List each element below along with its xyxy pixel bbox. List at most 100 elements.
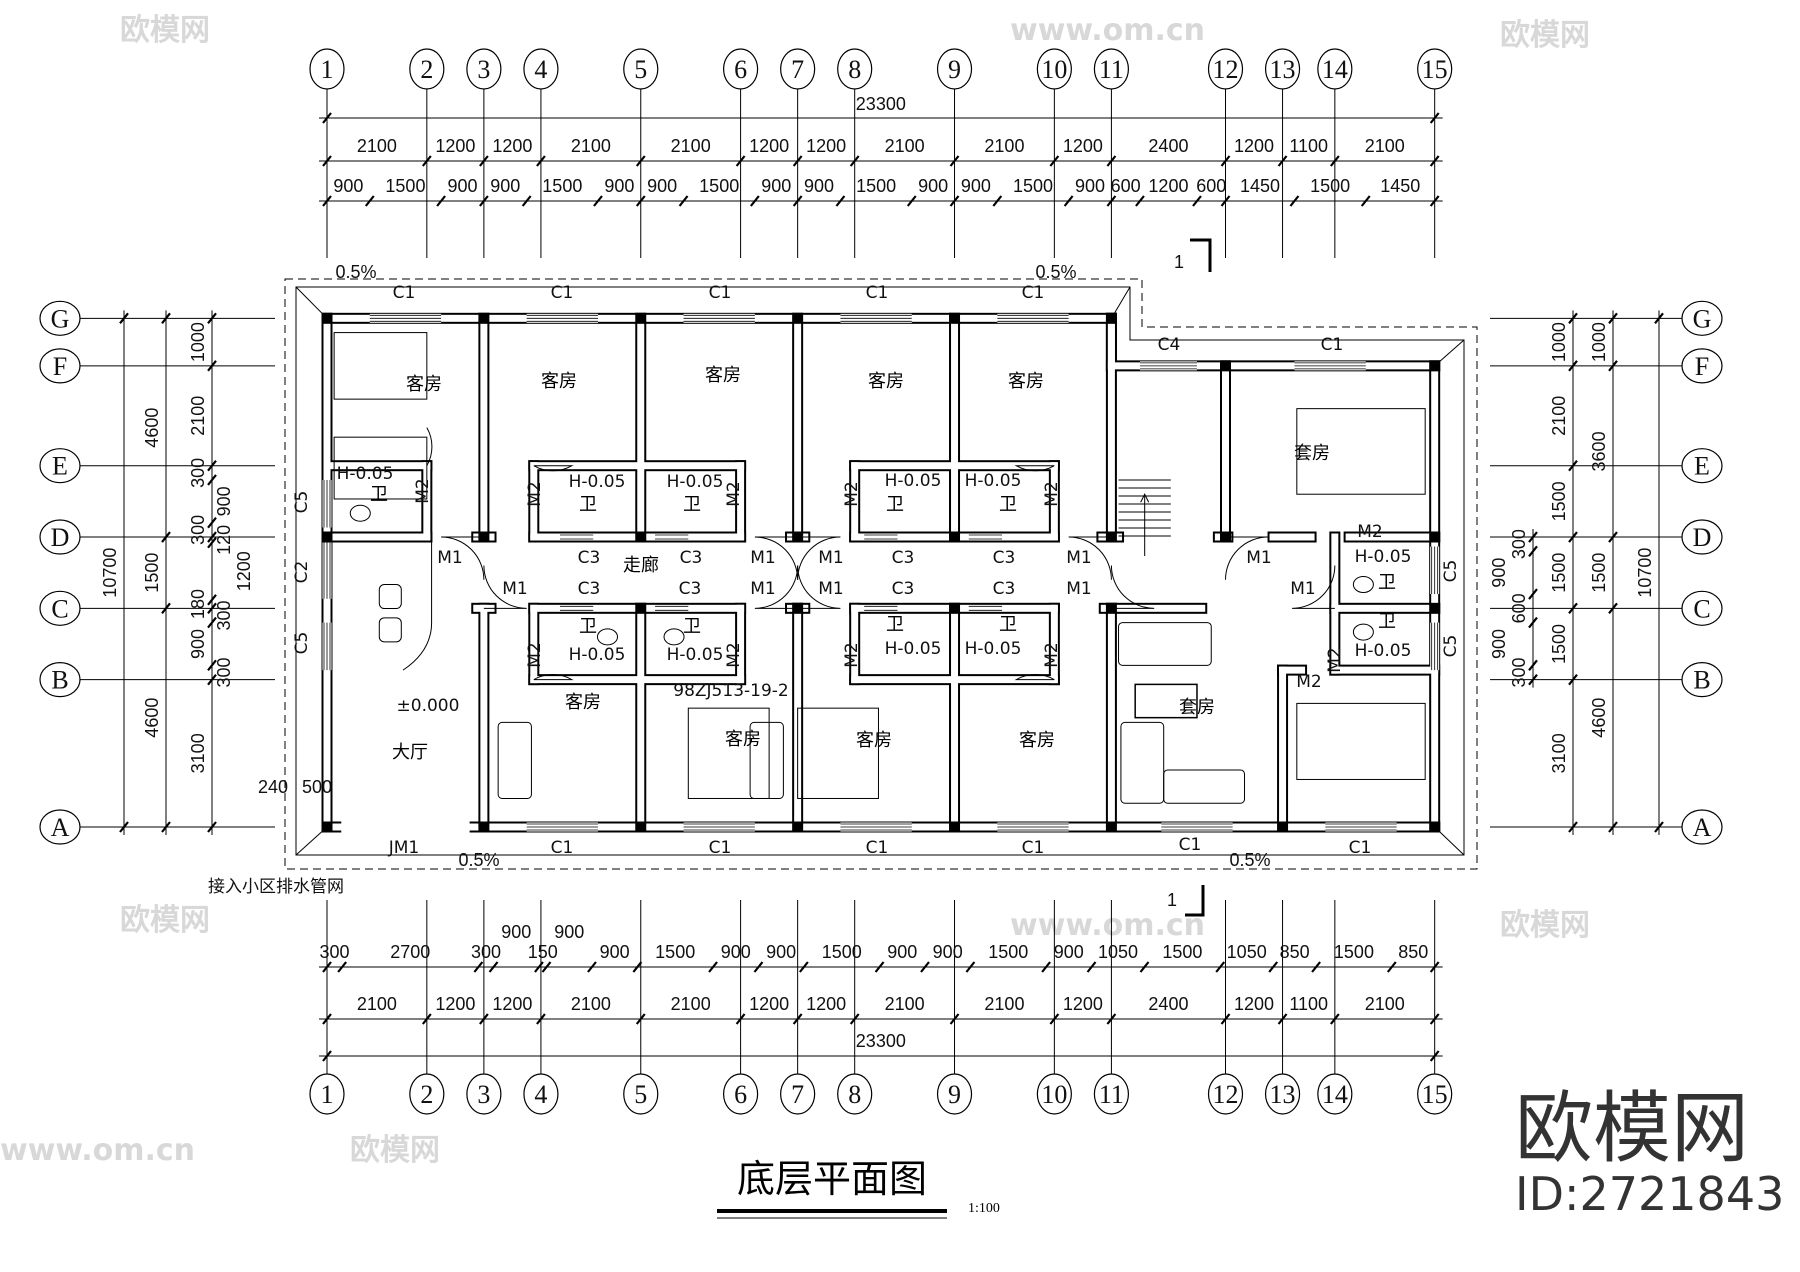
axis-label: 12	[1213, 55, 1239, 84]
dimension-value: 1200	[1063, 994, 1103, 1014]
window-tag: C1	[1022, 838, 1045, 858]
dimension-value: 2100	[984, 136, 1024, 156]
dimension-tick	[322, 1013, 332, 1025]
dimension-tick	[207, 312, 217, 325]
wall-fill	[530, 462, 538, 541]
wall-fill	[1331, 666, 1439, 674]
washbasin	[596, 628, 618, 646]
dimension-value: 1200	[749, 136, 789, 156]
window-tag: C5	[292, 491, 312, 514]
dimension-value: 1200	[492, 136, 532, 156]
bath-level-mark: H-0.05	[337, 464, 394, 484]
dimension-value: 1500	[1334, 942, 1374, 962]
axis-label: G	[51, 304, 70, 333]
dimension-value: 2100	[885, 136, 925, 156]
structural-column	[949, 531, 961, 543]
structural-column	[321, 531, 333, 543]
dimension-value: 900	[721, 942, 751, 962]
axis-label: 3	[477, 55, 490, 84]
dimension-tick	[1220, 195, 1231, 207]
washbasin	[1352, 576, 1374, 594]
window-tag: C2	[292, 561, 312, 584]
structural-column	[478, 821, 490, 833]
dimension-value: 1500	[1013, 176, 1053, 196]
dimension-value: 1500	[542, 176, 582, 196]
dimension-tick	[949, 195, 960, 207]
bed	[687, 707, 770, 799]
axis-label: 14	[1322, 55, 1348, 84]
dimension-value: 900	[501, 922, 531, 942]
door-swing	[441, 536, 485, 580]
dimension-tick	[1220, 155, 1231, 167]
dimension-tick	[541, 961, 552, 973]
axis-bubble	[1417, 48, 1453, 90]
sofa	[497, 721, 532, 799]
window-tag: C1	[866, 283, 889, 303]
axis-bubble	[309, 48, 345, 90]
dimension-tick	[1277, 1013, 1288, 1025]
dimension-tick	[207, 474, 217, 486]
dimension-value: 900	[1054, 942, 1084, 962]
axis-label: 13	[1270, 1080, 1296, 1109]
axis-bubble	[1681, 300, 1723, 336]
dimension-tick	[322, 155, 332, 167]
dimension-tick	[207, 531, 217, 543]
dimension-tick	[473, 961, 484, 973]
dimension-tick	[479, 195, 489, 207]
dimension-value: 1500	[1162, 942, 1202, 962]
axis-label: 14	[1322, 1080, 1348, 1109]
window-tag: C1	[866, 838, 889, 858]
door-tag: M2	[724, 481, 744, 506]
dimension-tick	[1429, 112, 1440, 124]
armchair	[378, 617, 402, 643]
dimension-value: 1000	[1589, 322, 1609, 362]
wall-fill	[637, 604, 645, 831]
axis-label: D	[1693, 523, 1712, 552]
dimension-tick	[207, 594, 217, 606]
room-label-corridor: 走廊	[623, 555, 659, 576]
door-swing	[1014, 674, 1055, 681]
room-label-bath: 卫	[579, 616, 597, 637]
dimension-tick	[364, 195, 375, 207]
axis-label: 4	[534, 1080, 547, 1109]
axis-label: 11	[1099, 55, 1124, 84]
dimension-tick	[753, 961, 764, 973]
dimension-tick	[1429, 1050, 1440, 1062]
dimension-tick	[906, 195, 917, 207]
door-swing	[533, 465, 574, 472]
axis-bubble	[837, 1073, 873, 1115]
room-label-bath: 卫	[999, 494, 1017, 515]
dimension-value: 3100	[188, 733, 208, 773]
dimension-value: 2100	[571, 994, 611, 1014]
door-tag: JM1	[388, 838, 420, 858]
dimension-tick	[1049, 1013, 1060, 1025]
dimension-tick	[1608, 821, 1618, 833]
window-tag: C5	[1441, 560, 1461, 583]
dimension-value: 900	[554, 922, 584, 942]
dimension-value: 900	[490, 176, 520, 196]
wall-fill	[530, 604, 538, 684]
door-tag: M1	[1066, 579, 1091, 599]
dimension-value: 300	[188, 515, 208, 545]
bath-level-mark: H-0.05	[965, 471, 1022, 491]
dimension-value: 1200	[1234, 994, 1274, 1014]
structural-column	[1429, 602, 1441, 614]
stair-arrow-head	[1140, 493, 1150, 503]
dimension-tick	[949, 155, 960, 167]
door-tag: M1	[502, 579, 527, 599]
slope-mark: 0.5%	[458, 850, 499, 870]
wall-fill	[323, 533, 431, 541]
axis-bubble	[1417, 1073, 1453, 1115]
wall-fill	[1107, 604, 1115, 831]
dimension-tick	[1608, 312, 1618, 325]
structural-column	[1429, 531, 1441, 543]
dimension-value: 900	[1075, 176, 1105, 196]
drawing-scale: 1:100	[968, 1201, 1000, 1216]
structural-column	[1220, 360, 1232, 372]
door-tag: M1	[818, 579, 843, 599]
axis-bubble	[409, 48, 445, 90]
dimension-tick	[1106, 1013, 1117, 1025]
